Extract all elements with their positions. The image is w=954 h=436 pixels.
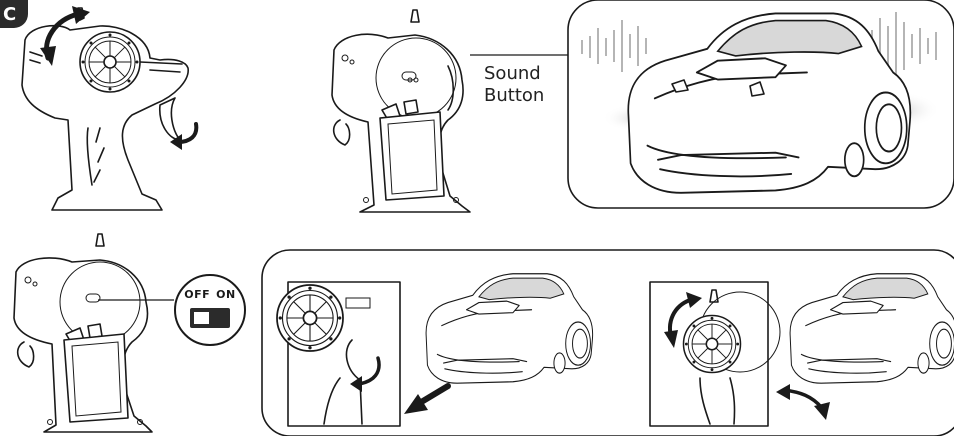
sound-panel [568, 0, 954, 208]
sound-callout-line2: Button [484, 85, 574, 107]
step-badge-letter: C [3, 4, 16, 25]
power-switch-slot[interactable] [190, 308, 230, 328]
power-switch-callout: OFF ON [174, 274, 246, 346]
remote-controller-power [14, 234, 174, 432]
sound-callout-line1: Sound [484, 63, 574, 85]
driving-panel [262, 250, 954, 436]
sound-button-callout: Sound Button [484, 63, 574, 107]
remote-controller-steer [22, 6, 196, 210]
remote-controller-sound [332, 10, 568, 212]
power-switch-knob[interactable] [194, 312, 209, 324]
throttle-inset [277, 282, 400, 426]
step-badge: C [0, 0, 28, 28]
steering-inset [650, 282, 780, 426]
power-off-label: OFF [184, 288, 210, 301]
power-switch-labels: OFF ON [176, 288, 244, 301]
power-on-label: ON [216, 288, 236, 301]
